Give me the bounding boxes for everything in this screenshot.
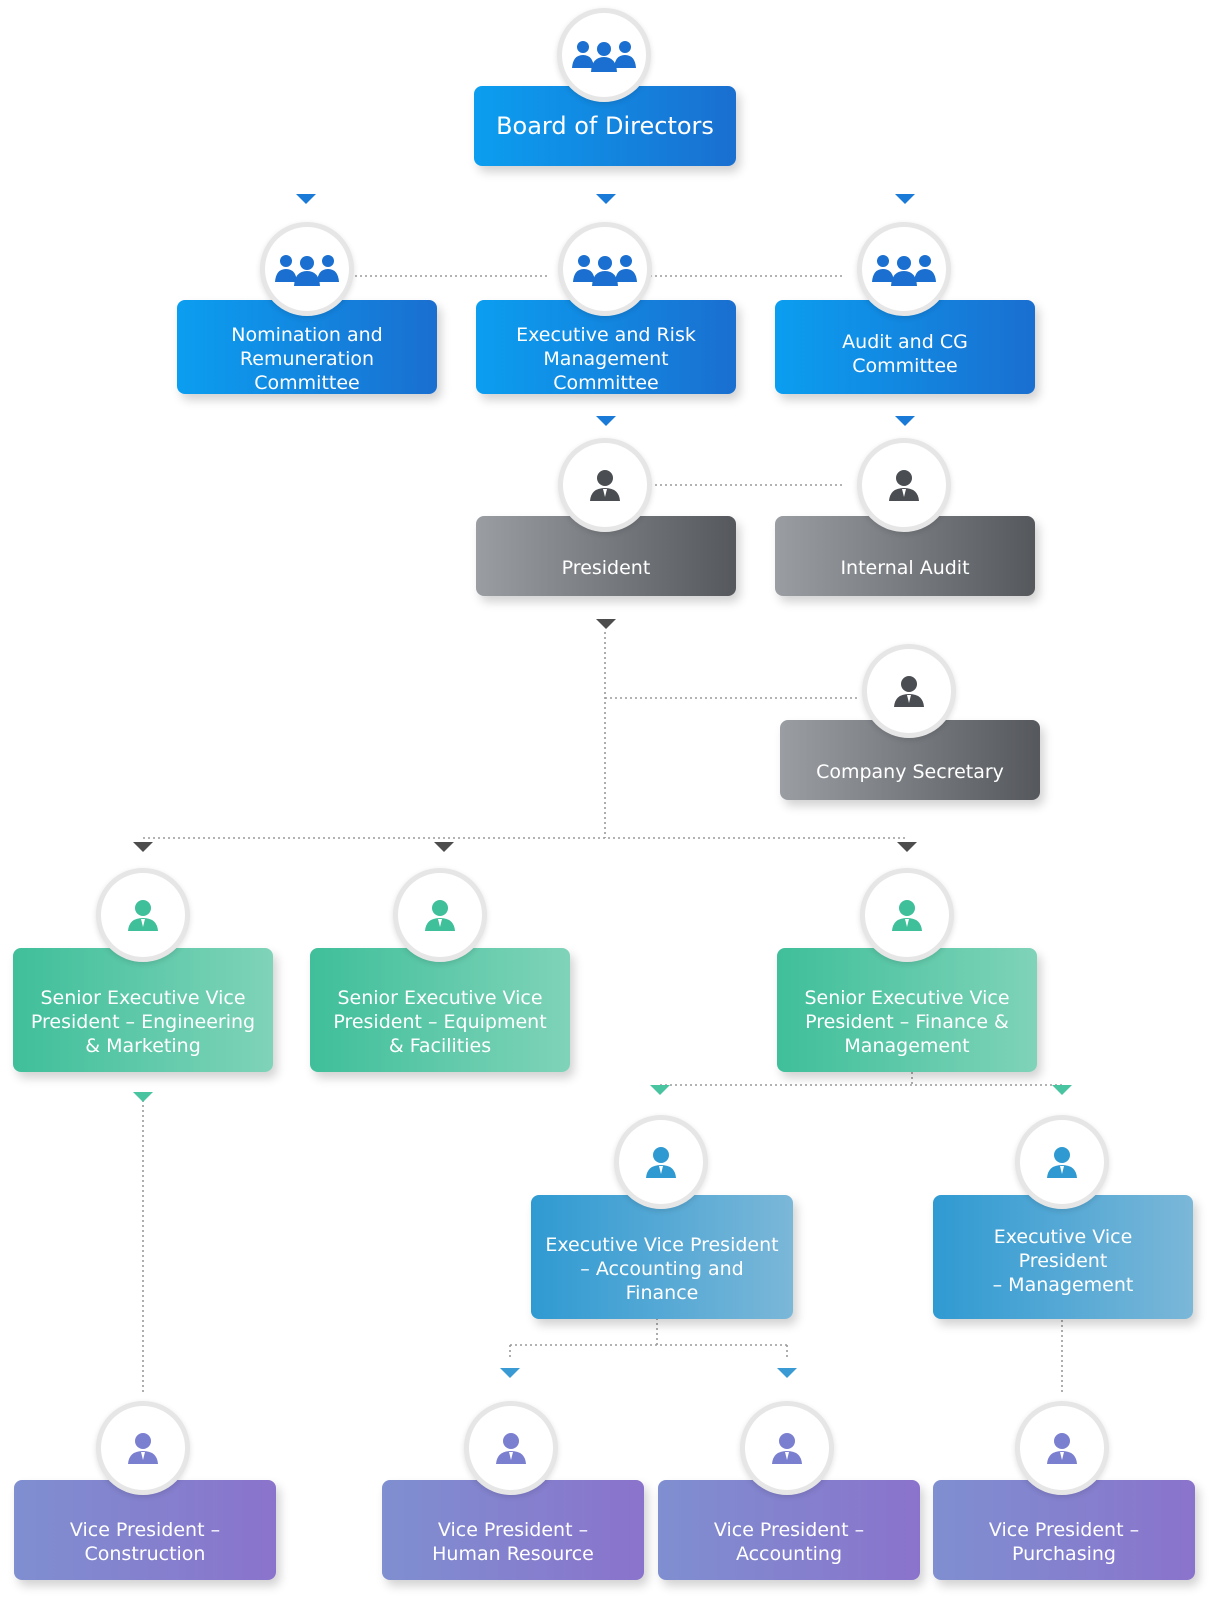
evp-management-box: Executive Vice President – Management xyxy=(933,1195,1193,1319)
internal-audit-label: Internal Audit xyxy=(840,557,970,579)
arrow-down-icon xyxy=(650,1085,670,1095)
sevp-engineering-label: Senior Executive Vice President – Engine… xyxy=(30,987,256,1057)
executive-risk-committee-label: Executive and Risk Management Committee xyxy=(516,324,696,394)
vp-accounting-label: Vice President – Accounting xyxy=(713,1519,865,1565)
vp-hr-label: Vice President – Human Resource xyxy=(432,1519,594,1565)
vp-purchasing-box: Vice President – Purchasing xyxy=(933,1480,1195,1580)
person-icon xyxy=(496,1433,526,1464)
arrow-down-icon xyxy=(777,1368,797,1378)
arrow-down-icon xyxy=(895,416,915,426)
person-icon xyxy=(889,470,919,501)
arrow-down-icon xyxy=(500,1368,520,1378)
person-icon xyxy=(772,1433,802,1464)
audit-cg-committee-label: Audit and CG Committee xyxy=(842,331,968,377)
person-icon xyxy=(646,1147,676,1178)
person-icon xyxy=(128,1433,158,1464)
group-people-icon xyxy=(572,41,636,72)
nomination-committee-label: Nomination and Remuneration Committee xyxy=(231,324,383,394)
sevp-finance-label: Senior Executive Vice President – Financ… xyxy=(804,987,1010,1057)
person-icon xyxy=(128,900,158,931)
vp-hr-box: Vice President – Human Resource xyxy=(382,1480,644,1580)
evp-accounting-finance-person-icon xyxy=(614,1115,708,1209)
vp-accounting-box: Vice President – Accounting xyxy=(658,1480,920,1580)
vp-construction-person-icon xyxy=(96,1401,190,1495)
nomination-group-icon xyxy=(260,222,354,316)
person-icon xyxy=(894,676,924,707)
group-people-icon xyxy=(872,255,936,286)
arrow-down-icon xyxy=(897,842,917,852)
sevp-engineering-person-icon xyxy=(96,868,190,962)
president-label: President xyxy=(561,557,651,579)
person-icon xyxy=(1047,1433,1077,1464)
sevp-engineering-box: Senior Executive Vice President – Engine… xyxy=(13,948,273,1072)
company-secretary-label: Company Secretary xyxy=(816,761,1004,783)
internal-audit-person-icon xyxy=(857,438,951,532)
group-people-icon xyxy=(573,255,637,286)
arrow-down-icon xyxy=(596,194,616,204)
arrow-down-icon xyxy=(434,842,454,852)
sevp-finance-box: Senior Executive Vice President – Financ… xyxy=(777,948,1037,1072)
arrow-down-icon xyxy=(133,842,153,852)
board-of-directors-label: Board of Directors xyxy=(496,112,714,140)
evp-accounting-finance-box: Executive Vice President – Accounting an… xyxy=(531,1195,793,1319)
evp-accounting-finance-label: Executive Vice President – Accounting an… xyxy=(545,1234,779,1304)
person-icon xyxy=(425,900,455,931)
president-person-icon xyxy=(558,438,652,532)
vp-purchasing-label: Vice President – Purchasing xyxy=(988,1519,1140,1565)
arrow-down-icon xyxy=(895,194,915,204)
evp-management-label: Executive Vice President – Management xyxy=(992,1226,1134,1296)
sevp-equipment-box: Senior Executive Vice President – Equipm… xyxy=(310,948,570,1072)
audit-cg-group-icon xyxy=(857,222,951,316)
person-icon xyxy=(1047,1147,1077,1178)
person-icon xyxy=(892,900,922,931)
person-icon xyxy=(590,470,620,501)
board-group-icon xyxy=(557,8,651,102)
executive-risk-group-icon xyxy=(558,222,652,316)
vp-accounting-person-icon xyxy=(740,1401,834,1495)
sevp-equipment-person-icon xyxy=(393,868,487,962)
sevp-equipment-label: Senior Executive Vice President – Equipm… xyxy=(333,987,547,1057)
evp-management-person-icon xyxy=(1015,1115,1109,1209)
company-secretary-person-icon xyxy=(862,644,956,738)
arrow-down-icon xyxy=(596,416,616,426)
arrow-down-icon xyxy=(1052,1085,1072,1095)
arrow-down-icon xyxy=(596,619,616,629)
arrow-down-icon xyxy=(133,1092,153,1102)
group-people-icon xyxy=(275,255,339,286)
vp-construction-label: Vice President – Construction xyxy=(69,1519,221,1565)
sevp-finance-person-icon xyxy=(860,868,954,962)
arrow-down-icon xyxy=(296,194,316,204)
vp-hr-person-icon xyxy=(464,1401,558,1495)
vp-construction-box: Vice President – Construction xyxy=(14,1480,276,1580)
vp-purchasing-person-icon xyxy=(1015,1401,1109,1495)
